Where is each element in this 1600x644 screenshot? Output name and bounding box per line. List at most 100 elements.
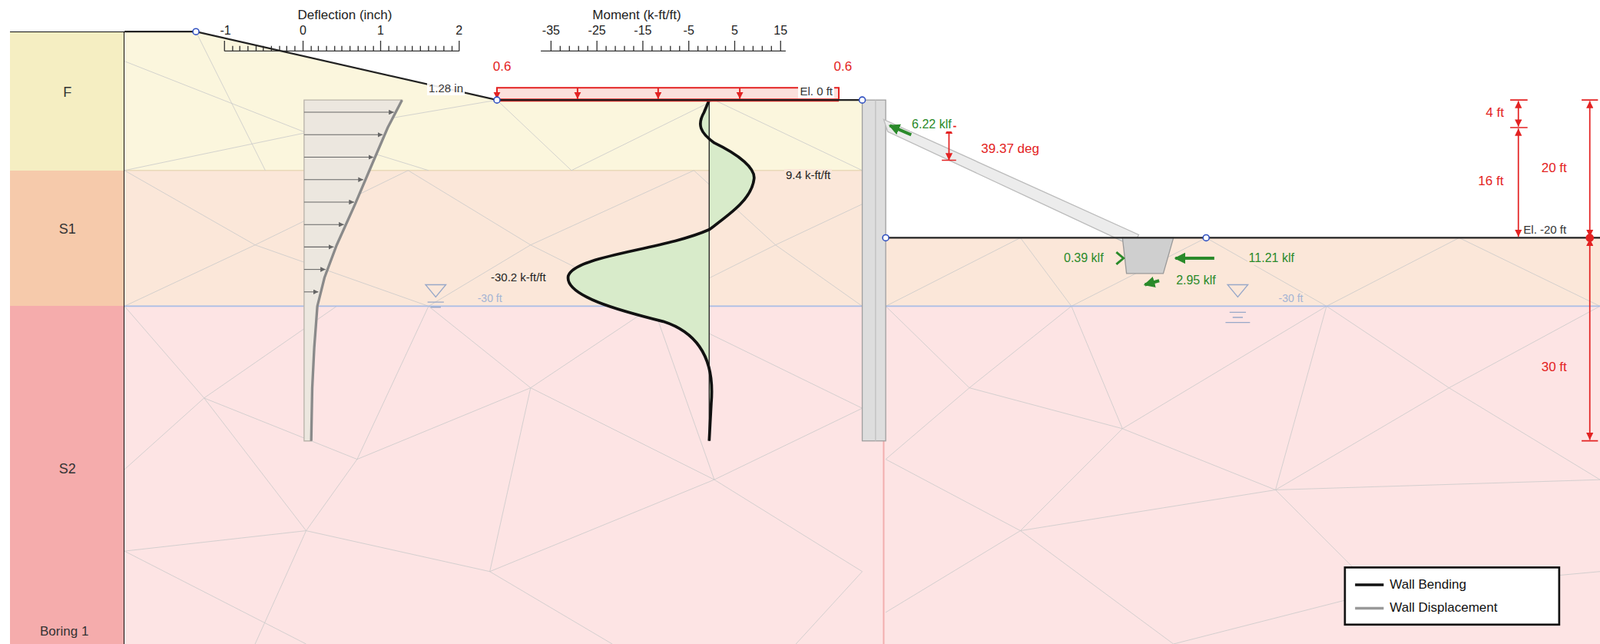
deflection-arrow <box>304 224 345 226</box>
ground-point <box>882 234 889 241</box>
soil-layer-column: F <box>9 31 125 171</box>
axis-tick-label: 1 <box>377 23 385 38</box>
mesh-lines <box>124 31 1600 644</box>
soil-layer-name: F <box>62 85 72 101</box>
tieback-rod <box>883 119 1139 246</box>
dimension-value: 4 ft <box>1485 106 1504 121</box>
legend-box <box>1344 566 1560 624</box>
axis-title: Deflection (inch) <box>298 8 393 24</box>
deflection-arrow <box>304 246 335 248</box>
axis-tick-label: 2 <box>455 23 463 38</box>
axis-tick-label: 0 <box>299 23 307 38</box>
surcharge-load <box>496 87 839 100</box>
water-symbol <box>1227 284 1249 298</box>
soil-s1-right <box>862 237 1600 306</box>
ground-point <box>493 96 501 103</box>
axis-tick-label: -25 <box>588 23 607 38</box>
boring-name: Boring 1 <box>39 624 89 640</box>
soil-layer-name: S1 <box>59 221 77 238</box>
surcharge-arrow <box>738 87 741 100</box>
surcharge-value: 0.6 <box>493 59 512 75</box>
dimension-value: 16 ft <box>1477 174 1504 189</box>
axis-title: Moment (k-ft/ft) <box>592 8 681 24</box>
legend-sample-bending <box>1354 583 1384 586</box>
axis-tick-label: 5 <box>731 23 739 38</box>
dimension-line <box>1589 100 1591 237</box>
dimension-line <box>1517 100 1520 126</box>
force-value: 11.21 klf <box>1247 251 1296 266</box>
wall-axis-line <box>882 440 885 644</box>
axis-tick-label: -35 <box>542 23 560 38</box>
dimension-line <box>1517 128 1520 237</box>
ground-points <box>192 28 1210 241</box>
water-level-label: -30 ft <box>476 292 504 305</box>
surcharge-arrow <box>576 87 579 100</box>
sheet-pile-wall <box>862 99 887 441</box>
elevation-label: El. 0 ft <box>798 85 835 99</box>
deflection-arrow <box>304 268 326 270</box>
water-table-symbols <box>425 284 1250 323</box>
deflection-arrow <box>304 134 383 136</box>
soil-layer-column: S1 <box>9 170 125 307</box>
dimension-value: 20 ft <box>1541 161 1567 176</box>
wall-bending-curve <box>568 99 755 441</box>
deflection-arrow <box>304 112 395 113</box>
deadman-anchor <box>1122 237 1173 273</box>
water-symbol <box>425 284 447 298</box>
ground-surface <box>124 31 862 100</box>
moment-axis <box>540 40 786 51</box>
elevation-point <box>1585 233 1594 242</box>
angle-ticks <box>941 126 957 161</box>
wall-displacement-curve <box>311 99 402 441</box>
ground-point <box>192 28 199 35</box>
legend-text: Wall Bending <box>1389 577 1467 593</box>
axis-tick-label: -5 <box>683 23 695 38</box>
soil-fill <box>124 31 862 171</box>
surcharge-value: 0.6 <box>833 59 852 75</box>
surcharge-box <box>496 87 839 100</box>
dimensions <box>941 99 1598 441</box>
deflection-max: 1.28 in <box>427 82 465 96</box>
angle-dimension <box>948 126 951 161</box>
surcharge-arrow <box>657 87 660 100</box>
legend-text: Wall Displacement <box>1389 600 1498 616</box>
base-force-arrow <box>1145 280 1160 285</box>
ground-point <box>1202 234 1210 241</box>
force-value: 2.95 klf <box>1174 273 1218 288</box>
active-force-arrow <box>1116 251 1123 265</box>
water-level-label: -30 ft <box>1277 292 1306 305</box>
deflection-arrows <box>304 112 395 292</box>
water-symbol-lines <box>1225 311 1250 322</box>
force-arrows <box>889 125 1214 285</box>
axis-tick-label: 15 <box>773 23 788 38</box>
passive-force-arrow <box>1175 256 1214 260</box>
soil-layer-name: S2 <box>59 461 77 478</box>
deflection-arrow <box>304 291 319 292</box>
water-symbol-lines <box>427 301 444 308</box>
axis-tick-label: -15 <box>633 23 652 38</box>
elevation-label: El. -20 ft <box>1521 223 1568 237</box>
force-value: 0.39 klf <box>1062 251 1106 266</box>
dimension-value: 30 ft <box>1540 360 1569 375</box>
excavation-surface <box>885 236 1600 239</box>
soil-layer-column: S2 <box>9 305 125 644</box>
moment-min: -30.2 k-ft/ft <box>489 271 548 285</box>
axis-tick-label: -1 <box>219 23 231 38</box>
wall-inner-line <box>874 99 876 441</box>
deflection-fill <box>304 99 403 441</box>
moment-max: 9.4 k-ft/ft <box>784 168 832 183</box>
dimension-ticks <box>1510 99 1598 441</box>
legend-sample-displacement <box>1354 606 1384 610</box>
force-value: 6.22 klf <box>910 117 954 132</box>
deflection-arrow <box>304 178 364 180</box>
moment-fill <box>568 99 755 441</box>
moment-baseline <box>708 99 710 441</box>
anchor-force-arrow <box>889 125 911 135</box>
angle-value: 39.37 deg <box>980 142 1040 157</box>
deflection-arrow <box>304 156 374 158</box>
dimension-line <box>1589 238 1591 441</box>
ground-point <box>859 96 866 103</box>
deflection-arrow <box>304 201 355 203</box>
